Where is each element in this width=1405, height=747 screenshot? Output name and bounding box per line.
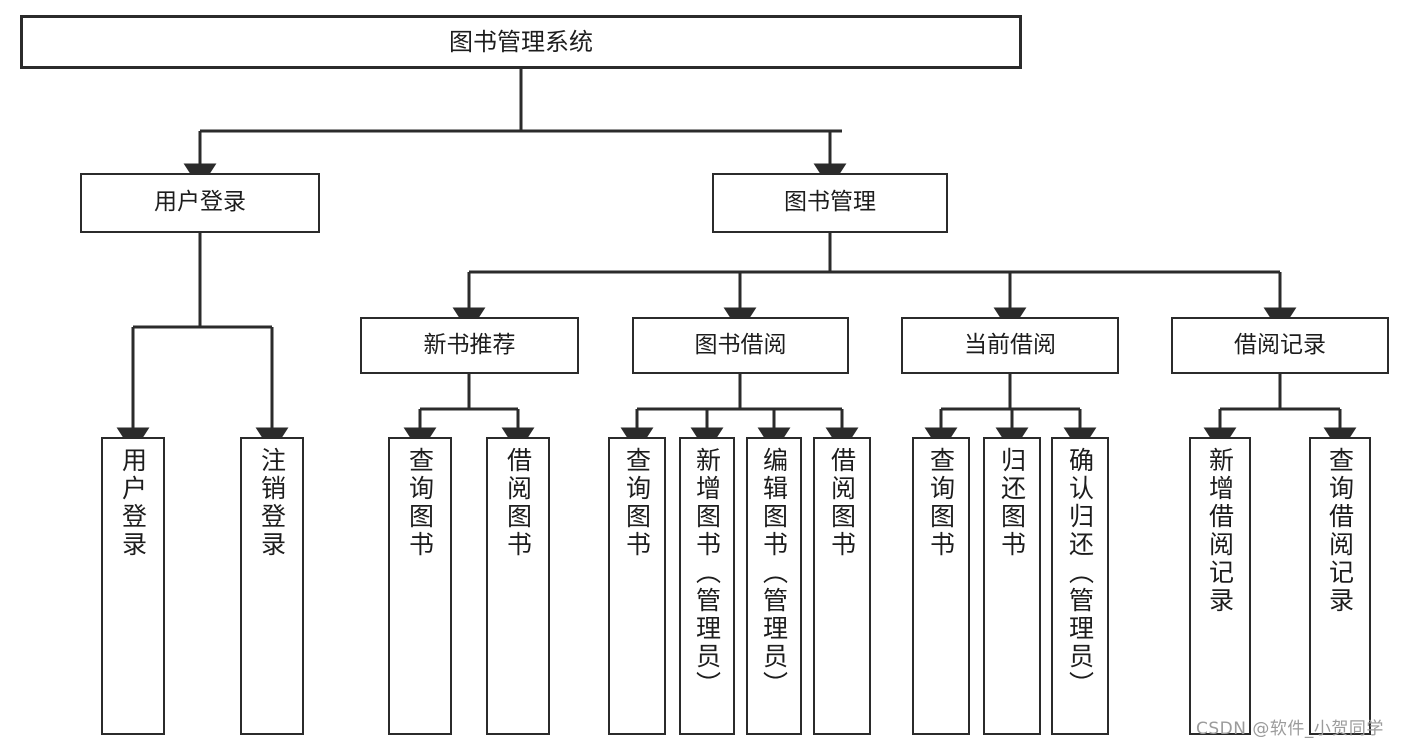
node-leaf-query-record[interactable]: 查询借阅记录 — [1309, 437, 1371, 735]
node-leaf-query-record-label: 查询借阅记录 — [1325, 447, 1355, 615]
node-leaf-edit-book[interactable]: 编辑图书（管理员） — [746, 437, 802, 735]
node-user-login[interactable]: 用户登录 — [80, 173, 320, 233]
node-leaf-return-book-label: 归还图书 — [997, 447, 1027, 559]
node-leaf-add-book[interactable]: 新增图书（管理员） — [679, 437, 735, 735]
node-leaf-query-book-2-label: 查询图书 — [622, 447, 652, 559]
node-leaf-confirm-return-label: 确认归还（管理员） — [1065, 447, 1095, 699]
node-leaf-borrow-book-1[interactable]: 借阅图书 — [486, 437, 550, 735]
node-leaf-logout[interactable]: 注销登录 — [240, 437, 304, 735]
node-leaf-user-login[interactable]: 用户登录 — [101, 437, 165, 735]
node-leaf-return-book[interactable]: 归还图书 — [983, 437, 1041, 735]
node-book-borrow[interactable]: 图书借阅 — [632, 317, 849, 374]
node-borrow-record-label: 借阅记录 — [1234, 331, 1326, 358]
node-new-book-recommend[interactable]: 新书推荐 — [360, 317, 579, 374]
node-leaf-logout-label: 注销登录 — [257, 447, 287, 559]
csdn-watermark: CSDN @软件_小贺同学 — [1196, 719, 1384, 739]
node-leaf-query-book-3-label: 查询图书 — [926, 447, 956, 559]
node-root[interactable]: 图书管理系统 — [20, 15, 1022, 69]
node-leaf-user-login-label: 用户登录 — [118, 447, 148, 559]
node-leaf-query-book-2[interactable]: 查询图书 — [608, 437, 666, 735]
node-leaf-query-book-1[interactable]: 查询图书 — [388, 437, 452, 735]
node-root-label: 图书管理系统 — [449, 27, 593, 56]
node-leaf-add-record-label: 新增借阅记录 — [1205, 447, 1235, 615]
node-leaf-borrow-book-1-label: 借阅图书 — [503, 447, 533, 559]
node-leaf-query-book-3[interactable]: 查询图书 — [912, 437, 970, 735]
node-leaf-query-book-1-label: 查询图书 — [405, 447, 435, 559]
node-user-login-label: 用户登录 — [154, 189, 246, 216]
node-new-book-recommend-label: 新书推荐 — [423, 331, 516, 358]
node-leaf-borrow-book-2-label: 借阅图书 — [827, 447, 857, 559]
node-current-borrow[interactable]: 当前借阅 — [901, 317, 1119, 374]
node-book-borrow-label: 图书借阅 — [694, 331, 787, 358]
node-leaf-add-record[interactable]: 新增借阅记录 — [1189, 437, 1251, 735]
node-book-manage-label: 图书管理 — [784, 189, 876, 216]
node-borrow-record[interactable]: 借阅记录 — [1171, 317, 1389, 374]
node-book-manage[interactable]: 图书管理 — [712, 173, 948, 233]
node-leaf-confirm-return[interactable]: 确认归还（管理员） — [1051, 437, 1109, 735]
node-leaf-edit-book-label: 编辑图书（管理员） — [759, 447, 789, 699]
node-current-borrow-label: 当前借阅 — [964, 331, 1056, 358]
node-leaf-add-book-label: 新增图书（管理员） — [692, 447, 722, 699]
node-leaf-borrow-book-2[interactable]: 借阅图书 — [813, 437, 871, 735]
